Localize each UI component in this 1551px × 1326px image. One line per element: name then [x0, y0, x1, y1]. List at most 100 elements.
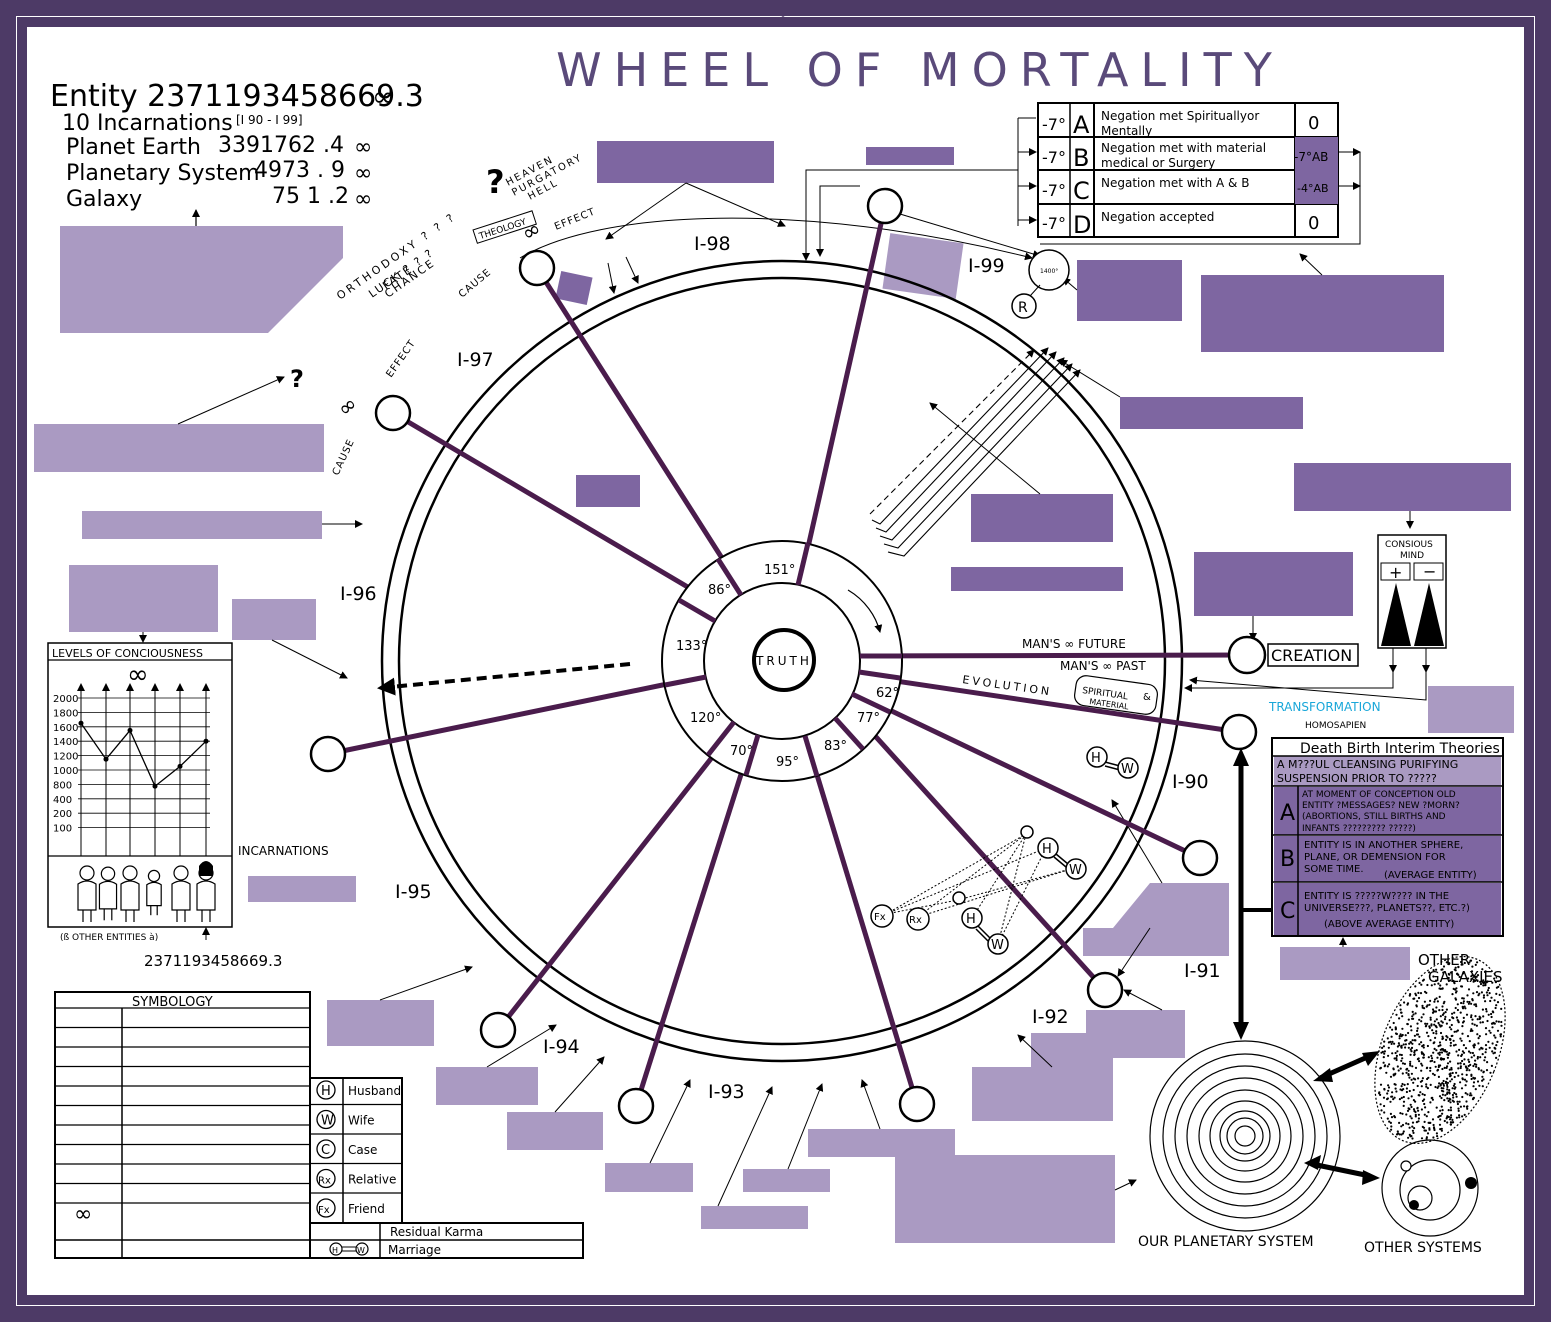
galaxy-star — [1456, 1102, 1459, 1106]
galaxy-star — [1482, 984, 1485, 987]
chart-line — [78, 720, 209, 789]
galaxy-star — [1384, 1064, 1387, 1067]
galaxy-star — [1443, 1066, 1446, 1069]
galaxy-star — [1378, 1091, 1381, 1094]
galaxy-star — [1391, 1028, 1394, 1031]
galaxy-star — [1464, 1065, 1467, 1068]
galaxy-star — [1465, 1080, 1468, 1083]
incarnations-label: INCARNATIONS — [238, 844, 329, 858]
galaxy-star — [1425, 1115, 1428, 1118]
marriage-label: Marriage — [388, 1243, 441, 1257]
galaxy-star — [1440, 1127, 1443, 1130]
placeholder-box — [895, 1155, 1115, 1243]
galaxy-star — [1471, 1018, 1474, 1021]
galaxy-star — [1489, 1031, 1492, 1034]
galaxy-star — [1430, 1057, 1434, 1060]
galaxy-star — [1414, 992, 1417, 995]
galaxy-star — [1404, 1043, 1407, 1046]
galaxy-star — [1453, 1091, 1456, 1095]
galaxy-star — [1469, 1092, 1472, 1095]
planet-inf: ∞ — [354, 135, 372, 160]
row-line: ENTITY IS ?????W???? IN THE — [1304, 891, 1449, 902]
galaxy-star — [1481, 1075, 1484, 1078]
label-i90: I-90 — [1172, 771, 1209, 793]
galaxy-star — [1463, 1078, 1467, 1081]
planet-label: Planet Earth — [66, 135, 201, 160]
person-body — [98, 880, 118, 910]
galaxy-star — [1466, 1035, 1470, 1038]
arrow — [1114, 1179, 1137, 1191]
galaxy-star — [1401, 1057, 1404, 1060]
galaxy-star — [1473, 1023, 1476, 1026]
legend-label: Wife — [348, 1114, 375, 1128]
label-i99: I-99 — [968, 255, 1005, 277]
galaxy-star — [1448, 1118, 1452, 1121]
galaxy-star — [1484, 1027, 1488, 1030]
placeholder-box — [1294, 463, 1511, 511]
galaxy-star — [1482, 1070, 1485, 1073]
galaxy-star — [1395, 1057, 1398, 1060]
galaxy-star — [1408, 1089, 1411, 1093]
fx-symbol: Fx — [874, 912, 886, 923]
rotation-arrow — [847, 589, 883, 633]
galaxy-star — [1438, 1023, 1441, 1026]
galaxy-star — [1457, 1109, 1460, 1112]
creation-label: CREATION — [1271, 646, 1352, 665]
row-line: ENTITY ?MESSAGES? NEW ?MORN? — [1302, 801, 1460, 811]
galaxy-star — [1421, 1006, 1424, 1009]
incarnations-count: 10 Incarnations — [62, 111, 233, 136]
galaxy-star — [1436, 1056, 1439, 1059]
galaxy-star — [1429, 1083, 1432, 1086]
incarnation-node — [866, 187, 904, 225]
galaxy-star — [1449, 971, 1452, 974]
galaxy-star — [1458, 1100, 1461, 1103]
galaxy-star — [1407, 1136, 1410, 1139]
galaxy-star — [1390, 1116, 1394, 1119]
galaxy-star — [1422, 1013, 1425, 1016]
galaxy-star — [1446, 1091, 1449, 1094]
negation-row: -7° B Negation met with material medical… — [1042, 141, 1328, 172]
galaxy-star — [1382, 1061, 1385, 1064]
mans-past: MAN'S ∞ PAST — [1060, 659, 1146, 673]
galaxy-star — [1414, 1115, 1417, 1118]
arrow — [625, 256, 639, 284]
galaxy-star — [1452, 1017, 1455, 1020]
value: -4°AB — [1297, 182, 1329, 195]
row-line: AT MOMENT OF CONCEPTION OLD — [1302, 790, 1456, 800]
chart-grid — [77, 683, 210, 856]
galaxy-star — [1485, 1033, 1488, 1036]
galaxy-star — [1437, 1045, 1440, 1048]
galaxy-star — [1421, 1079, 1424, 1082]
letter: D — [1073, 211, 1091, 239]
galaxy-star — [1470, 1028, 1473, 1031]
galaxy-star — [1500, 1020, 1503, 1024]
galaxy-star — [1451, 1034, 1454, 1037]
galaxy-star — [1413, 1127, 1416, 1130]
spoke-i95 — [496, 735, 730, 1032]
galaxy-star — [1392, 1068, 1395, 1071]
galaxy-star — [1422, 1046, 1425, 1049]
galaxy-star — [1430, 984, 1433, 987]
arrow — [1123, 989, 1163, 1011]
galaxy-star — [1476, 1033, 1479, 1036]
galaxy-star — [1450, 1023, 1453, 1027]
galaxy-star — [1468, 1040, 1471, 1043]
galaxy-star — [1488, 992, 1491, 995]
galaxy-star — [1446, 1062, 1450, 1065]
galaxy-star — [1454, 998, 1458, 1001]
galaxy-star — [1446, 1088, 1449, 1091]
galaxy-star — [1491, 1026, 1494, 1029]
galaxy-star — [1461, 958, 1464, 961]
angle: 120° — [690, 711, 721, 726]
galaxy-star — [1414, 1039, 1417, 1042]
galaxy-star — [1389, 1121, 1392, 1124]
legend-symbol-text: Fx — [318, 1205, 330, 1216]
galaxy-star — [1388, 1120, 1391, 1123]
galaxy-star — [1461, 1005, 1464, 1009]
person-body — [146, 881, 162, 907]
orbit — [1174, 1065, 1316, 1207]
galaxy-star — [1428, 1121, 1431, 1124]
galaxy-star — [1437, 1085, 1440, 1088]
